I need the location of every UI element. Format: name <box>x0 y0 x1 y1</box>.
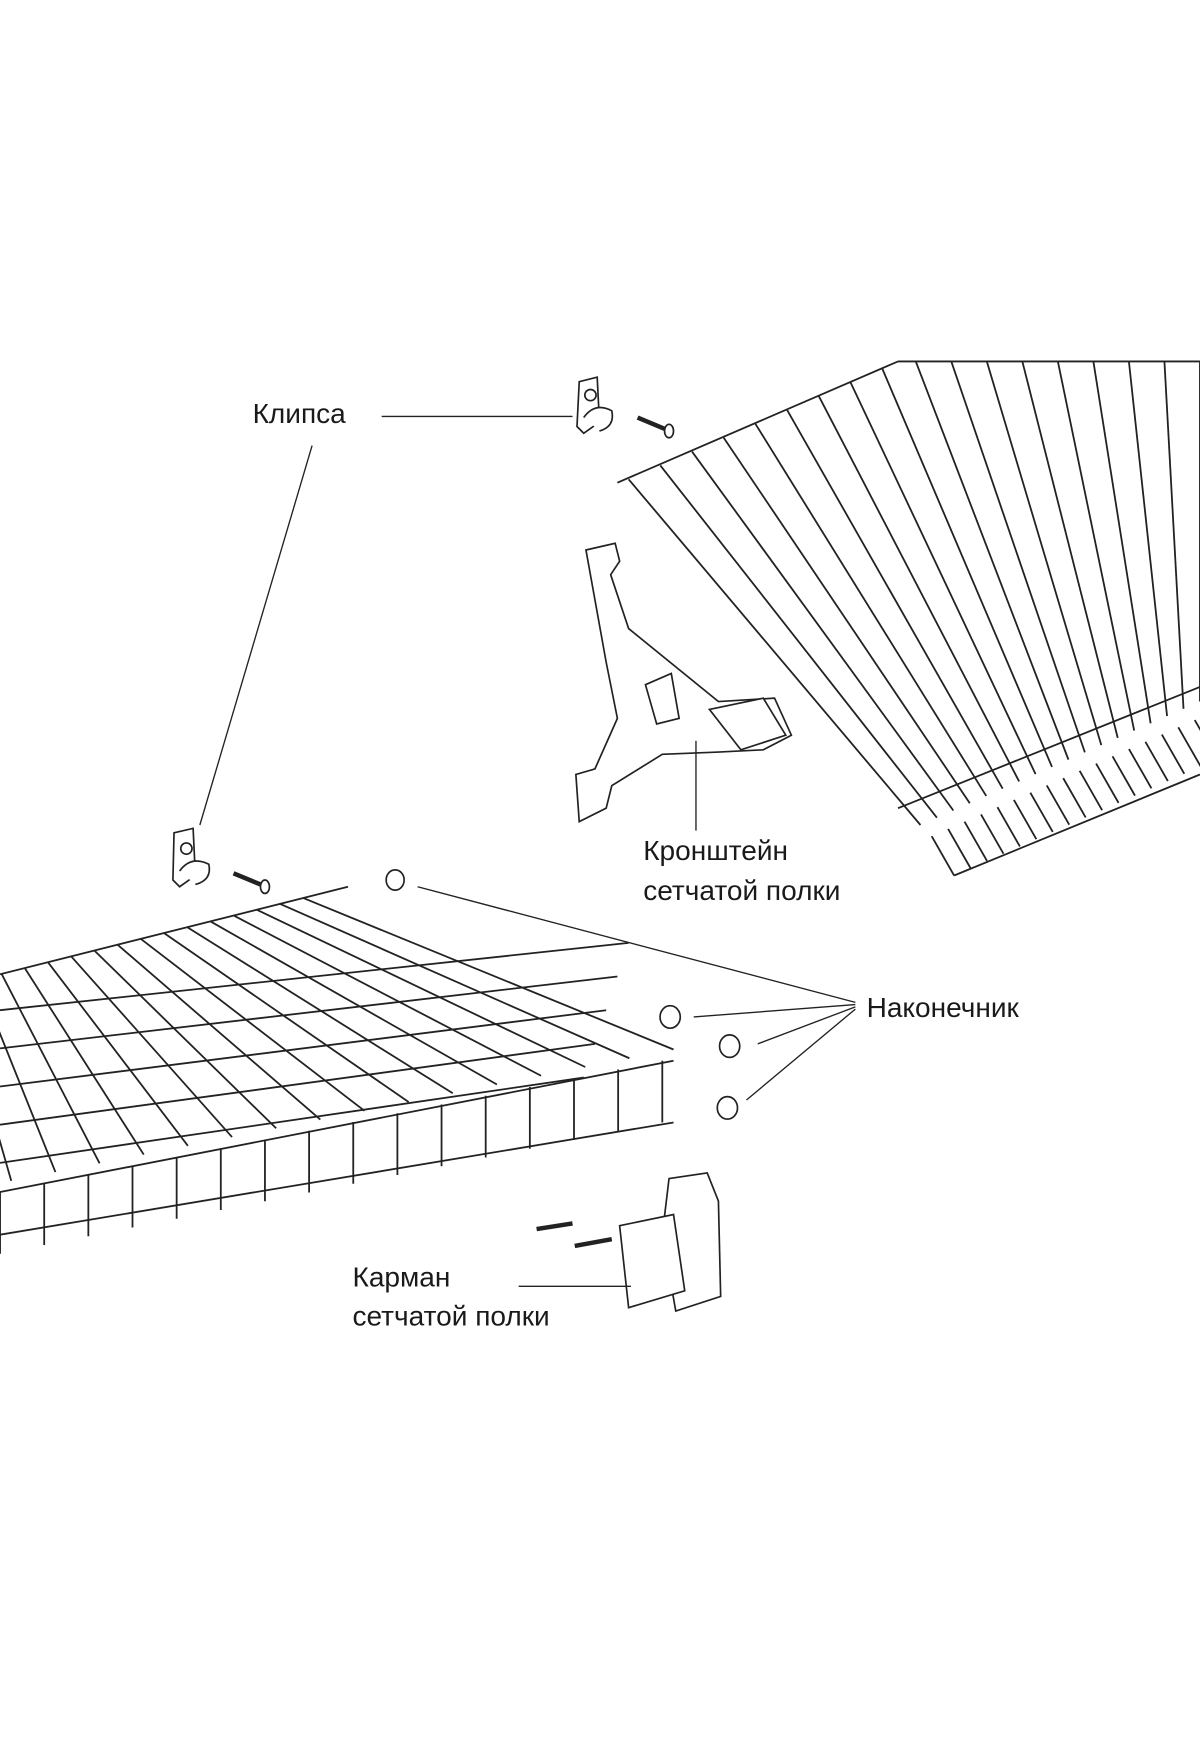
shelf-wire <box>0 941 629 1012</box>
wire-shelf-upper <box>617 360 1200 877</box>
screw-icon <box>636 415 675 439</box>
shelf-wire <box>930 835 955 876</box>
shelf-wire <box>186 926 454 1095</box>
shelf-wire <box>302 897 674 1051</box>
shelf-wire <box>1128 361 1168 717</box>
shelf-pocket-part <box>536 1172 722 1313</box>
end-cap-parts <box>385 869 741 1120</box>
shelf-wire <box>163 932 410 1103</box>
shelf-rod <box>0 1121 674 1236</box>
shelf-wire <box>1193 719 1200 732</box>
shelf-wire <box>0 1031 57 1173</box>
shelf-rod <box>953 773 1200 877</box>
shelf-wire <box>1161 734 1186 775</box>
shelf-wire <box>786 409 1004 790</box>
shelf-wire <box>0 973 101 1164</box>
shelf-wire <box>691 451 955 812</box>
shelf-wire <box>140 938 366 1112</box>
shelf-wire <box>0 1042 596 1126</box>
shelf-wire <box>93 949 277 1129</box>
shelf-wire <box>963 821 988 862</box>
shelf-wire <box>1056 361 1136 731</box>
shelf-wire <box>849 381 1037 775</box>
shelf-wire <box>1128 748 1153 789</box>
clip-part-top <box>576 376 614 435</box>
label-bracket-line2: сетчатой полки <box>643 875 840 906</box>
shelf-wire <box>256 908 586 1068</box>
shelf-wire <box>0 975 618 1050</box>
shelf-wire <box>1163 361 1185 709</box>
shelf-wire <box>209 920 498 1086</box>
shelf-wire <box>1095 763 1120 804</box>
shelf-wire <box>0 1138 13 1182</box>
shelf-wire <box>116 943 321 1121</box>
shelf-wire <box>881 368 1053 768</box>
label-pocket-line1: Карман <box>353 1261 451 1292</box>
shelf-wire <box>23 967 145 1156</box>
shelf-wire <box>1092 361 1152 724</box>
label-end-cap: Наконечник <box>867 992 1020 1023</box>
shelf-wire <box>1045 784 1070 826</box>
wire-shelf-lower <box>0 885 674 1254</box>
shelf-wire <box>722 437 971 804</box>
shelf-wire <box>0 1076 584 1164</box>
label-pocket-line2: сетчатой полки <box>353 1301 550 1332</box>
shelf-wire <box>1144 741 1169 782</box>
shelf-wire <box>70 955 233 1138</box>
clip-part-lower <box>172 827 211 888</box>
shelf-wire <box>914 361 1070 760</box>
shelf-wire <box>1021 361 1119 739</box>
shelf-wire <box>1029 792 1054 833</box>
shelf-rod <box>0 1059 674 1193</box>
shelf-wire <box>0 1009 607 1088</box>
shelf-bracket-part <box>574 542 793 823</box>
leader-lines <box>199 415 856 1287</box>
shelf-wire <box>817 395 1020 782</box>
shelf-wire <box>1062 777 1087 818</box>
shelf-wire <box>1013 799 1038 840</box>
label-clip: Клипса <box>253 398 347 429</box>
shelf-wire <box>279 902 630 1060</box>
shelf-wire <box>1078 770 1103 811</box>
shelf-rod <box>617 360 899 484</box>
shelf-wire <box>996 806 1021 847</box>
label-bracket-line1: Кронштейн <box>643 835 788 866</box>
screw-icon <box>232 871 271 895</box>
shelf-wire <box>947 828 972 869</box>
shelf-wire <box>627 478 922 826</box>
shelf-wire <box>980 813 1005 855</box>
shelf-wire <box>1177 726 1200 768</box>
shelf-rod <box>0 885 349 976</box>
shelf-wire <box>233 914 542 1077</box>
shelf-wire <box>1111 755 1136 797</box>
shelf-wire <box>950 361 1086 753</box>
shelf-wire <box>47 961 189 1147</box>
shelf-rod <box>897 686 1200 809</box>
shelf-wire <box>754 423 987 797</box>
shelf-wire <box>659 464 938 819</box>
shelf-wire <box>985 361 1103 746</box>
